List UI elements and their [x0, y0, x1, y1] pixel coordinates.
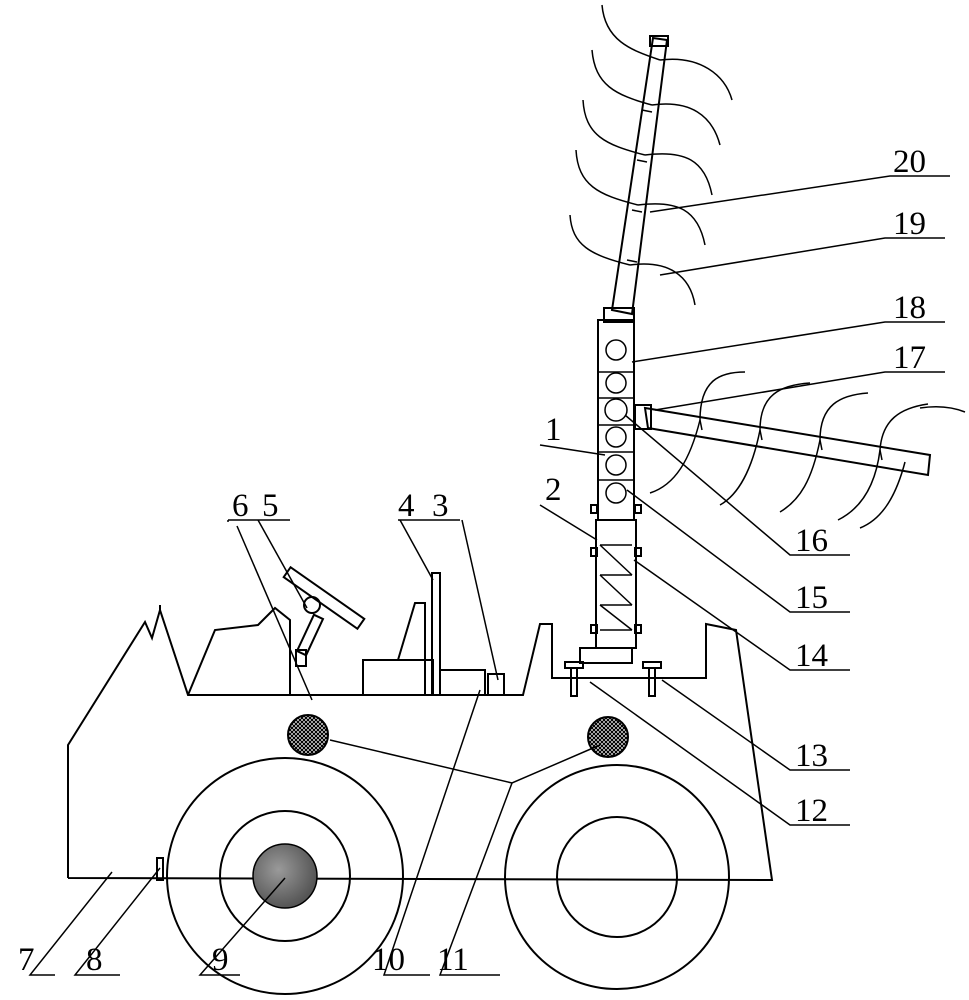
label-18: 18: [893, 290, 926, 326]
label-8: 8: [86, 942, 103, 978]
label-1: 1: [545, 412, 562, 448]
steering-wheel: [282, 565, 366, 667]
label-14: 14: [795, 638, 828, 674]
label-7: 7: [18, 942, 35, 978]
front-seat: [397, 602, 426, 695]
leader-lines: [28, 175, 950, 976]
rear-wheel: [166, 757, 404, 995]
label-2: 2: [545, 472, 562, 508]
upper-arm: [610, 35, 669, 316]
vehicle-body: [67, 565, 774, 882]
chassis-outline: [67, 606, 774, 882]
label-20: 20: [893, 144, 926, 180]
left-lamp: [287, 714, 329, 756]
label-3: 3: [432, 488, 449, 524]
bolt-left: [564, 661, 584, 697]
bracket: [156, 857, 164, 881]
side-arm: [634, 404, 932, 477]
right-lamp: [587, 716, 629, 758]
side-tines: [649, 371, 966, 529]
label-10: 10: [372, 942, 405, 978]
bolt-right: [642, 661, 662, 697]
label-11: 11: [437, 942, 469, 978]
callout-labels: 20 19 18 17 16 15 14 13 12 11 10 9 8 7 6…: [18, 144, 926, 978]
switch-box: [487, 673, 505, 696]
label-16: 16: [795, 523, 828, 559]
control-box: [439, 669, 486, 696]
label-5: 5: [262, 488, 279, 524]
seat-base: [362, 659, 434, 696]
label-6: 6: [232, 488, 249, 524]
label-17: 17: [893, 340, 926, 376]
label-19: 19: [893, 206, 926, 242]
label-15: 15: [795, 580, 828, 616]
label-13: 13: [795, 738, 828, 774]
rear-seat: [187, 606, 291, 696]
label-4: 4: [398, 488, 415, 524]
mast-base-plate: [579, 647, 633, 664]
lever: [431, 572, 441, 696]
wheel-hub: [252, 843, 318, 909]
label-12: 12: [795, 793, 828, 829]
label-9: 9: [212, 942, 229, 978]
front-wheel: [504, 764, 730, 990]
lift-mast: [590, 307, 642, 649]
